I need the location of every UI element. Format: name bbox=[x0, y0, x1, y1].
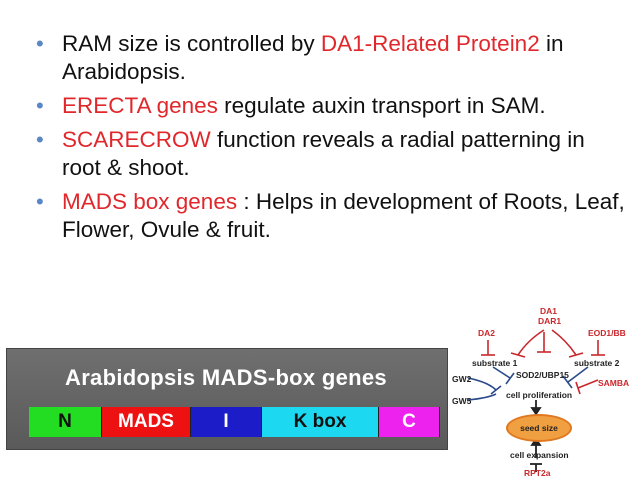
label-dar1: DAR1 bbox=[538, 316, 562, 326]
seed-size-oval: seed size bbox=[506, 414, 572, 442]
label-substrate1: substrate 1 bbox=[472, 358, 518, 368]
bullet-dot: • bbox=[36, 127, 44, 152]
label-da1: DA1 bbox=[540, 306, 558, 316]
bullet-list: • RAM size is controlled by DA1-Related … bbox=[28, 30, 628, 250]
label-eod1: EOD1/BB bbox=[588, 328, 626, 338]
domain-i: I bbox=[191, 407, 262, 437]
label-rpt2a: RPT2a bbox=[524, 468, 551, 478]
label-gw2: GW2 bbox=[452, 374, 472, 384]
bullet-item: • SCARECROW function reveals a radial pa… bbox=[36, 127, 585, 180]
bullet-item: • RAM size is controlled by DA1-Related … bbox=[36, 31, 564, 84]
domain-n: N bbox=[29, 407, 102, 437]
bullet-item: • MADS box genes : Helps in development … bbox=[36, 189, 625, 242]
seed-size-pathway-diagram: DA1 DAR1 DA2 EOD1/BB substrate 1 substra… bbox=[448, 300, 638, 478]
label-cell-expansion: cell expansion bbox=[510, 450, 569, 460]
label-samba: SAMBA bbox=[598, 378, 630, 388]
mads-box-figure: Arabidopsis MADS-box genes N MADS I K bo… bbox=[6, 348, 448, 450]
mads-domain-bar: N MADS I K box C bbox=[29, 407, 440, 437]
bullet-item: • ERECTA genes regulate auxin transport … bbox=[36, 93, 546, 118]
label-gw5: GW5 bbox=[452, 396, 472, 406]
bullet-dot: • bbox=[36, 189, 44, 214]
label-da2: DA2 bbox=[478, 328, 496, 338]
bullet-dot: • bbox=[36, 93, 44, 118]
label-sod2: SOD2/UBP15 bbox=[516, 370, 569, 380]
domain-k-box: K box bbox=[262, 407, 379, 437]
label-cell-proliferation: cell proliferation bbox=[506, 390, 573, 400]
label-substrate2: substrate 2 bbox=[574, 358, 620, 368]
mads-box-title: Arabidopsis MADS-box genes bbox=[65, 365, 387, 390]
bullet-dot: • bbox=[36, 31, 44, 56]
domain-mads: MADS bbox=[102, 407, 191, 437]
domain-c: C bbox=[379, 407, 440, 437]
pathway-arrows bbox=[467, 329, 605, 472]
